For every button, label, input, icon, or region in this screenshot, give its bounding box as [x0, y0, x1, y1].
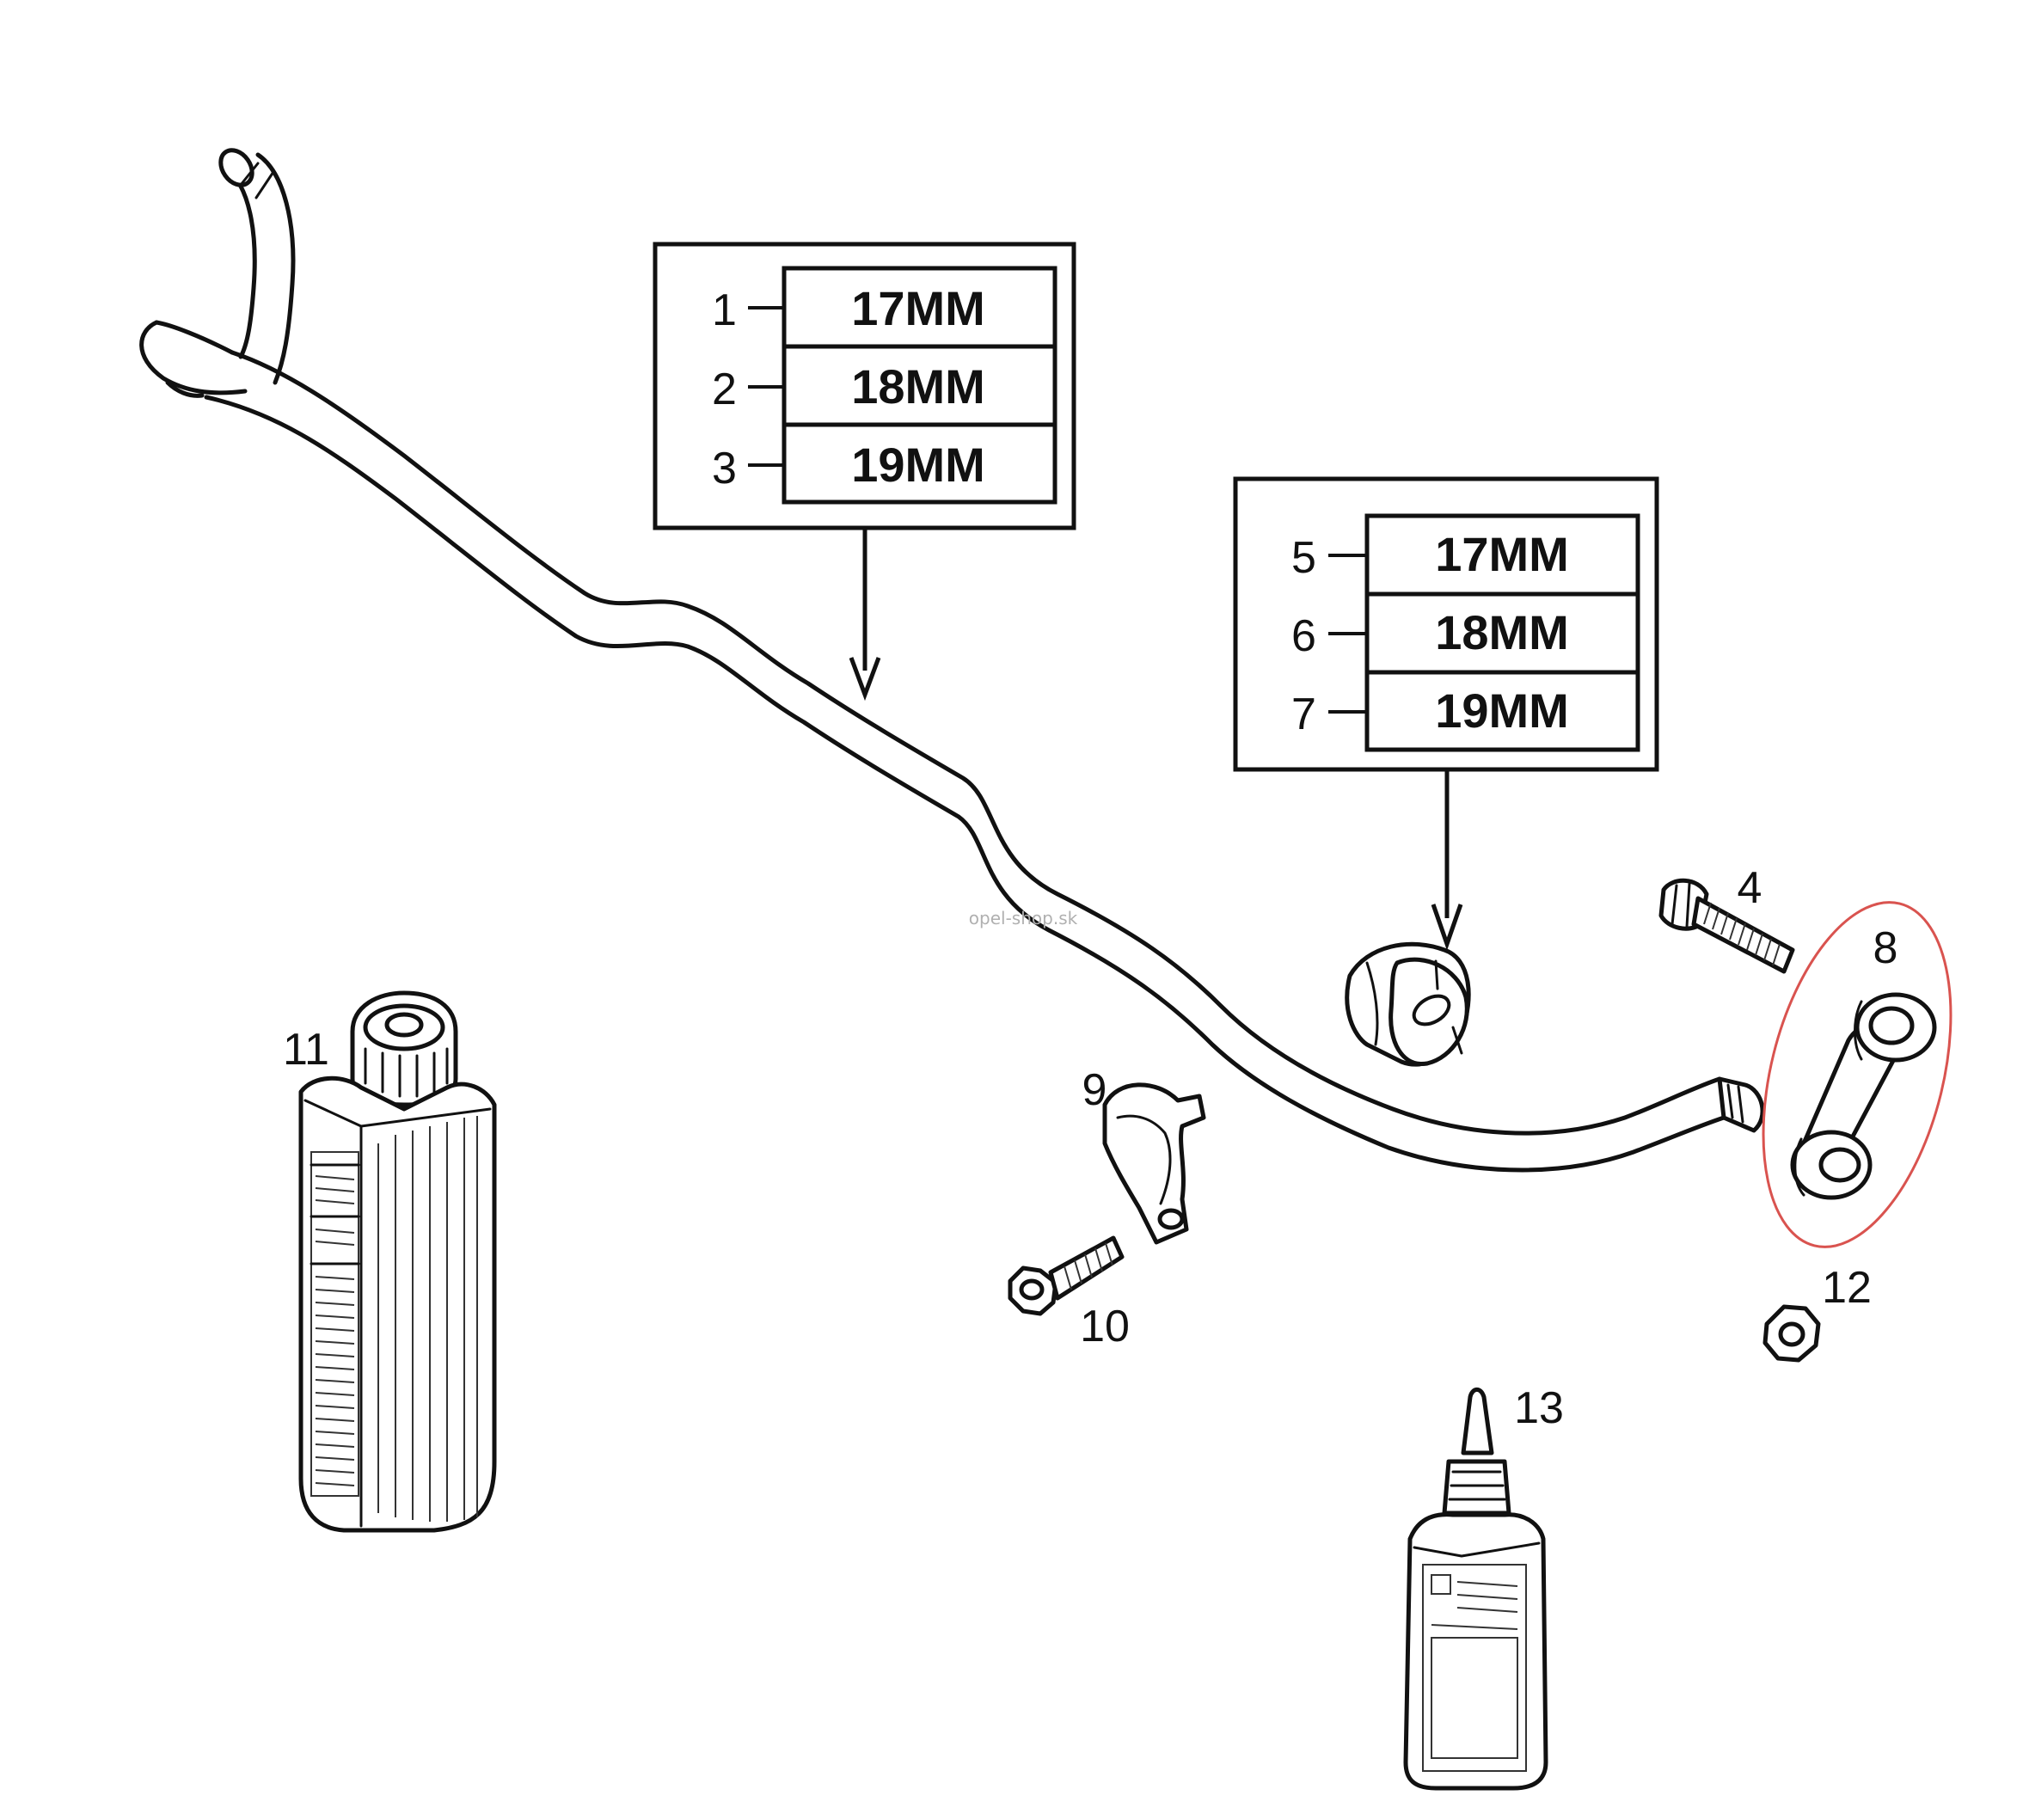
- flange-bolt-icon: 10: [1008, 1235, 1130, 1351]
- nut-icon: 12: [1762, 1263, 1872, 1363]
- size-label-7: 19MM: [1435, 683, 1569, 738]
- watermark: opel-shop.sk: [969, 908, 1078, 928]
- bolt-icon: 4: [1658, 863, 1795, 974]
- callout-3: 3: [712, 444, 737, 493]
- callout-2: 2: [712, 365, 737, 414]
- callout-10: 10: [1080, 1302, 1130, 1351]
- stabilizer-link-icon: 8: [1790, 923, 1937, 1200]
- lubricant-bottle-icon: 13: [1403, 1383, 1564, 1791]
- highlight-ring: [1762, 901, 1953, 1248]
- size-table-lower: 5 6 7 17MM 18MM 19MM: [1233, 476, 1659, 772]
- callout-4: 4: [1738, 863, 1762, 913]
- callout-13: 13: [1514, 1383, 1564, 1433]
- size-label-2: 18MM: [851, 359, 985, 414]
- size-label-1: 17MM: [851, 281, 985, 335]
- arrow-upper-to-bar: [849, 528, 881, 702]
- callout-9: 9: [1082, 1065, 1107, 1115]
- fluid-bottle-icon: 11: [283, 990, 497, 1533]
- bushing-icon: [1345, 941, 1471, 1067]
- size-table-upper: 1 2 3 17MM 18MM 19MM: [653, 242, 1076, 530]
- size-label-5: 17MM: [1435, 527, 1569, 581]
- stabilizer-bar: [139, 148, 1765, 1173]
- callout-12: 12: [1822, 1263, 1872, 1313]
- size-label-6: 18MM: [1435, 605, 1569, 659]
- callout-5: 5: [1291, 533, 1316, 583]
- arrow-lower-to-bushing: [1431, 769, 1463, 951]
- clamp-bracket-icon: 9: [1082, 1065, 1206, 1245]
- callout-7: 7: [1291, 689, 1316, 739]
- callout-6: 6: [1291, 611, 1316, 661]
- callout-11: 11: [283, 1025, 329, 1075]
- callout-1: 1: [712, 285, 737, 335]
- callout-8: 8: [1873, 923, 1898, 973]
- size-label-3: 19MM: [851, 438, 985, 492]
